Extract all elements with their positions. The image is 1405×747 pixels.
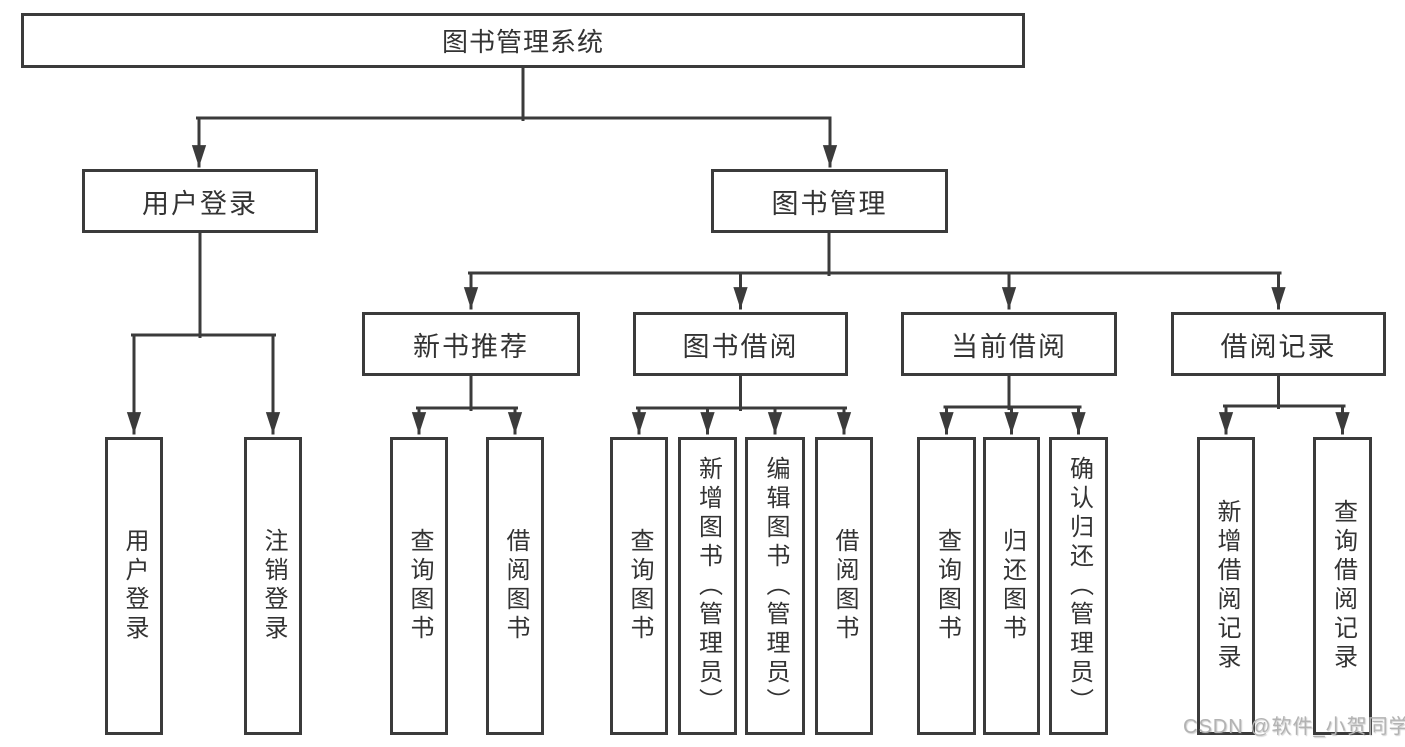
node-recommend-borrow-books: 借阅图书 — [486, 437, 544, 735]
node-query-borrow-record: 查询借阅记录 — [1313, 437, 1372, 735]
node-book-management-label: 图书管理 — [771, 188, 888, 219]
node-book-borrow: 图书借阅 — [633, 312, 848, 376]
node-confirm-return-admin-label: 确认归还（管理员） — [1065, 455, 1093, 717]
node-user-login-leaf: 用户登录 — [105, 437, 163, 735]
node-borrow-query-books-label: 查询图书 — [626, 528, 653, 644]
node-add-borrow-record: 新增借阅记录 — [1197, 437, 1255, 735]
connector-root-to-level2 — [191, 66, 838, 168]
node-borrow-records: 借阅记录 — [1171, 312, 1386, 376]
node-borrow-query-books: 查询图书 — [610, 437, 668, 735]
node-current-query-books-label: 查询图书 — [933, 528, 961, 644]
node-recommend-query-books: 查询图书 — [390, 437, 448, 735]
node-book-borrow-label: 图书借阅 — [682, 331, 799, 362]
node-add-book-admin-label: 新增图书（管理员） — [694, 455, 722, 717]
connector-current-to-leaves — [939, 374, 1086, 435]
node-user-login-branch: 用户登录 — [82, 169, 318, 233]
node-borrow-borrow-books: 借阅图书 — [815, 437, 873, 735]
watermark: CSDN @软件_小贺同学 — [1183, 716, 1405, 738]
connector-records-to-leaves — [1218, 374, 1350, 435]
node-recommend-query-books-label: 查询图书 — [406, 528, 433, 644]
node-edit-book-admin: 编辑图书（管理员） — [745, 437, 805, 735]
node-new-book-recommend-label: 新书推荐 — [413, 331, 529, 362]
node-book-management: 图书管理 — [711, 169, 948, 233]
connector-borrow-to-leaves — [631, 374, 852, 435]
node-logout: 注销登录 — [244, 437, 302, 735]
node-library-system-label: 图书管理系统 — [441, 27, 604, 57]
node-logout-label: 注销登录 — [260, 528, 287, 644]
node-recommend-borrow-books-label: 借阅图书 — [502, 528, 529, 644]
node-current-borrow: 当前借阅 — [901, 312, 1117, 376]
node-current-borrow-label: 当前借阅 — [951, 331, 1067, 362]
node-return-books-label: 归还图书 — [998, 528, 1026, 644]
node-new-book-recommend: 新书推荐 — [362, 312, 580, 376]
node-user-login-leaf-label: 用户登录 — [121, 528, 148, 644]
node-add-book-admin: 新增图书（管理员） — [678, 437, 737, 735]
node-confirm-return-admin: 确认归还（管理员） — [1049, 437, 1108, 735]
node-add-borrow-record-label: 新增借阅记录 — [1213, 499, 1240, 673]
node-borrow-borrow-books-label: 借阅图书 — [831, 528, 858, 644]
node-user-login-branch-label: 用户登录 — [142, 188, 258, 219]
node-query-borrow-record-label: 查询借阅记录 — [1329, 499, 1357, 673]
connector-recommend-to-leaves — [411, 374, 523, 435]
node-borrow-records-label: 借阅记录 — [1220, 331, 1337, 362]
connector-user-to-leaves — [126, 231, 281, 435]
node-current-query-books: 查询图书 — [917, 437, 976, 735]
node-edit-book-admin-label: 编辑图书（管理员） — [762, 455, 789, 717]
connector-book-to-level3 — [463, 231, 1286, 310]
node-return-books: 归还图书 — [983, 437, 1040, 735]
node-library-system: 图书管理系统 — [21, 13, 1025, 68]
